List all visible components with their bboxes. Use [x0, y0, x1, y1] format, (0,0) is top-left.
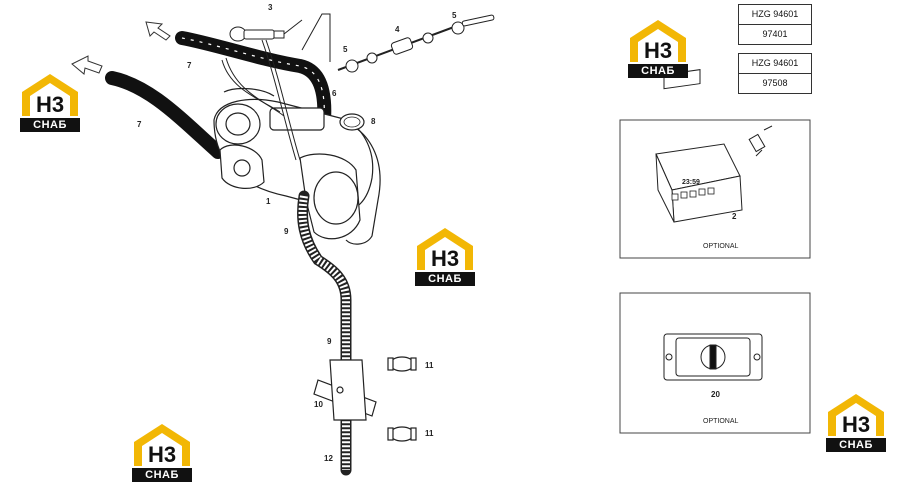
hose-clamp-part-8-inner — [343, 116, 361, 128]
logo-caption: СНАБ — [415, 272, 475, 286]
callout-8: 8 — [371, 117, 376, 126]
airflow-arrow-top — [145, 21, 171, 41]
callout-12: 12 — [324, 454, 333, 463]
house-logo-icon: H3 — [22, 74, 78, 117]
timer-unit — [655, 69, 743, 223]
callout-9a: 9 — [284, 227, 289, 236]
callout-11b: 11 — [425, 429, 434, 438]
timer-buttons — [671, 187, 715, 201]
switch-optional-label: OPTIONAL — [703, 418, 739, 425]
callout-11a: 11 — [425, 361, 434, 370]
rotary-switch — [663, 333, 763, 381]
fuel-lines — [221, 13, 331, 161]
exhaust-flex-pipe-inner — [298, 195, 350, 470]
hose-clamp-part-8 — [339, 113, 365, 131]
hose-lower — [105, 71, 225, 159]
fuel-line-parts-4-5 — [337, 14, 495, 73]
callout-7b: 7 — [137, 120, 142, 129]
logo-caption: СНАБ — [20, 118, 80, 132]
callout-2: 2 — [732, 212, 737, 221]
logo-watermark-2: H3 СНАБ — [20, 72, 80, 132]
callout-9b: 9 — [327, 337, 332, 346]
temperature-sensor — [748, 125, 773, 157]
logo-caption: СНАБ — [132, 468, 192, 482]
airflow-arrow-left — [71, 55, 103, 75]
logo-caption: СНАБ — [628, 64, 688, 78]
pipe-clamp-part-11-upper — [387, 356, 417, 372]
silencer-bracket-part-10 — [313, 359, 377, 421]
house-logo-icon: H3 — [828, 394, 884, 437]
logo-mark: H3 — [431, 246, 459, 271]
hose-upper-inner — [181, 37, 325, 121]
logo-mark: H3 — [36, 92, 64, 117]
logo-watermark-3: H3 СНАБ — [415, 226, 475, 286]
house-logo-icon: H3 — [630, 20, 686, 63]
timer-optional-label: OPTIONAL — [703, 243, 739, 250]
callout-1: 1 — [266, 197, 271, 206]
ref-box-2: HZG 94601 97508 — [738, 53, 812, 94]
timer-display: 23:59 — [682, 179, 700, 186]
callout-7a: 7 — [187, 61, 192, 70]
logo-watermark-5: H3 СНАБ — [826, 392, 886, 452]
callout-10: 10 — [314, 400, 323, 409]
heater-unit — [213, 87, 381, 245]
ref-box-2-serial: 97508 — [762, 78, 788, 88]
logo-mark: H3 — [148, 442, 176, 467]
house-logo-icon: H3 — [417, 228, 473, 271]
callout-6: 6 — [332, 89, 337, 98]
ref-box-1-code: HZG 94601 — [739, 5, 811, 25]
ref-box-1: HZG 94601 97401 — [738, 4, 812, 45]
pipe-clamp-part-11-lower — [387, 426, 417, 442]
logo-mark: H3 — [842, 412, 870, 437]
callout-3: 3 — [268, 3, 273, 12]
callout-4: 4 — [395, 25, 400, 34]
logo-caption: СНАБ — [826, 438, 886, 452]
logo-watermark-4: H3 СНАБ — [132, 422, 192, 482]
house-logo-icon: H3 — [134, 424, 190, 467]
callout-5a: 5 — [343, 45, 348, 54]
ref-box-1-serial: 97401 — [762, 29, 788, 39]
logo-mark: H3 — [644, 38, 672, 63]
fuel-pump-part-3 — [229, 19, 303, 42]
ref-box-2-code: HZG 94601 — [739, 54, 811, 74]
callout-20: 20 — [711, 390, 720, 399]
logo-watermark-1: H3 СНАБ — [628, 18, 688, 78]
callout-5b: 5 — [452, 11, 457, 20]
